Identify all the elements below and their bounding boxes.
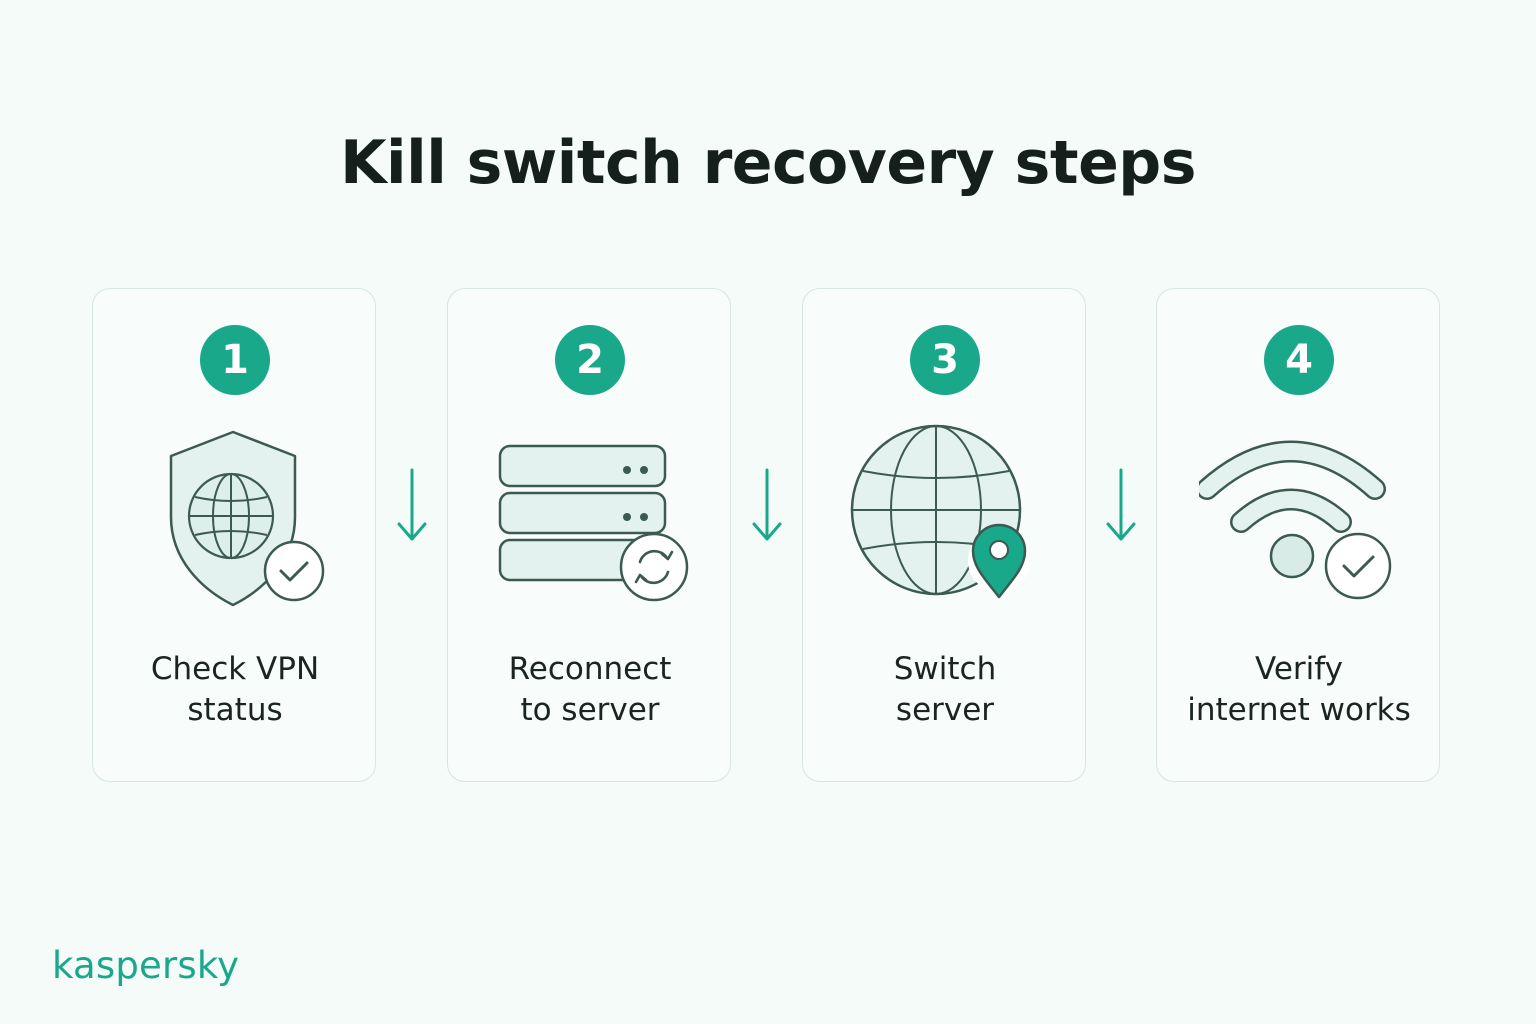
step-label: Reconnect to server — [508, 651, 672, 728]
step-number-badge: 4 — [1264, 325, 1334, 395]
page-title: Kill switch recovery steps — [340, 128, 1196, 198]
step-number-badge: 3 — [910, 325, 980, 395]
server-refresh-icon — [498, 444, 689, 602]
arrow-down-icon — [1106, 468, 1136, 541]
step-label: Check VPN status — [150, 651, 320, 728]
step-label: Switch server — [893, 651, 997, 728]
shield-globe-check-icon — [169, 430, 325, 607]
step-card-2: 2 Reconnect to server — [447, 288, 731, 782]
globe-location-pin-icon — [850, 424, 1030, 599]
step-number-badge: 2 — [555, 325, 625, 395]
arrow-down-icon — [752, 468, 782, 541]
step-number-badge: 1 — [200, 325, 270, 395]
step-card-3: 3 Switch server — [802, 288, 1086, 782]
step-card-1: 1 Check VPN status — [92, 288, 376, 782]
step-card-4: 4 Verify internet works — [1156, 288, 1440, 782]
step-label: Verify internet works — [1187, 651, 1411, 728]
wifi-check-icon — [1199, 440, 1392, 600]
brand-logo: kaspersky — [52, 944, 240, 987]
arrow-down-icon — [397, 468, 427, 541]
